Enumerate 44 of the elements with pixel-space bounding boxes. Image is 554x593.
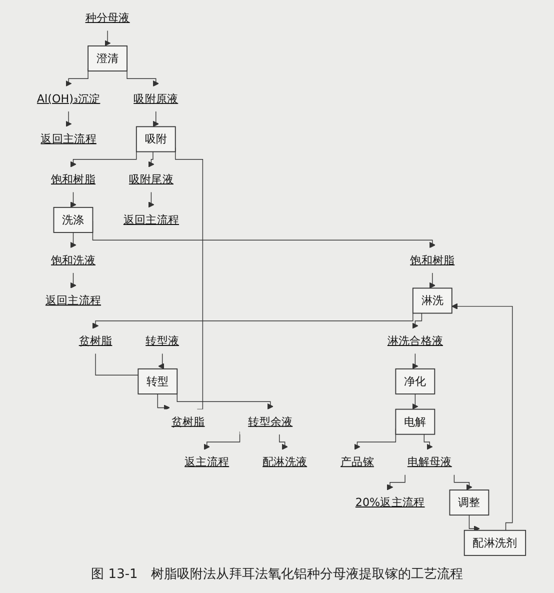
connector [95, 353, 138, 376]
figure-caption: 图 13-1 树脂吸附法从拜耳法氧化铝种分母液提取镓的工艺流程 [91, 566, 463, 584]
node-text: 配淋洗液 [262, 455, 308, 468]
node-text: 电解母液 [407, 455, 452, 468]
node-text: 转型液 [146, 334, 179, 348]
arrow [65, 111, 72, 127]
arrow [148, 151, 154, 168]
node-box: 澄清 [88, 45, 128, 72]
node-text: 淋洗合格液 [387, 334, 443, 348]
arrow [412, 394, 418, 410]
arrow [412, 312, 422, 329]
arrow [204, 431, 240, 450]
node-box: 转型 [138, 368, 178, 394]
node-text: 饱和树脂 [50, 172, 96, 186]
node-text: 返回主流程 [45, 294, 102, 307]
arrow [412, 353, 418, 370]
arrow [468, 514, 480, 532]
arrow [278, 434, 288, 450]
node-box: 调整 [449, 490, 490, 516]
arrow [429, 272, 436, 288]
arrow [454, 474, 472, 490]
arrow [70, 192, 76, 208]
node-box: 淋洗 [412, 288, 452, 314]
node-box: 洗涤 [53, 206, 94, 233]
node-text: 返回主流程 [40, 132, 96, 146]
arrow [104, 30, 111, 46]
node-box: 吸附 [136, 126, 176, 152]
arrow [70, 272, 76, 288]
node-text: 20%返主流程 [355, 496, 425, 509]
arrow [386, 474, 406, 490]
arrow [148, 192, 154, 208]
arrow [70, 232, 76, 248]
arrow [451, 303, 513, 531]
node-text: 产品镓 [340, 455, 374, 468]
node-box: 净化 [395, 368, 436, 394]
node-text: 吸附尾液 [128, 172, 174, 186]
arrow [157, 394, 170, 411]
arrow [152, 111, 159, 127]
arrow [158, 353, 164, 370]
node-text: 种分母液 [85, 11, 130, 24]
arrow [424, 434, 433, 450]
node-text: 返主流程 [184, 455, 230, 468]
node-box: 配淋洗剂 [464, 530, 526, 556]
node-box: 电解 [395, 408, 436, 435]
